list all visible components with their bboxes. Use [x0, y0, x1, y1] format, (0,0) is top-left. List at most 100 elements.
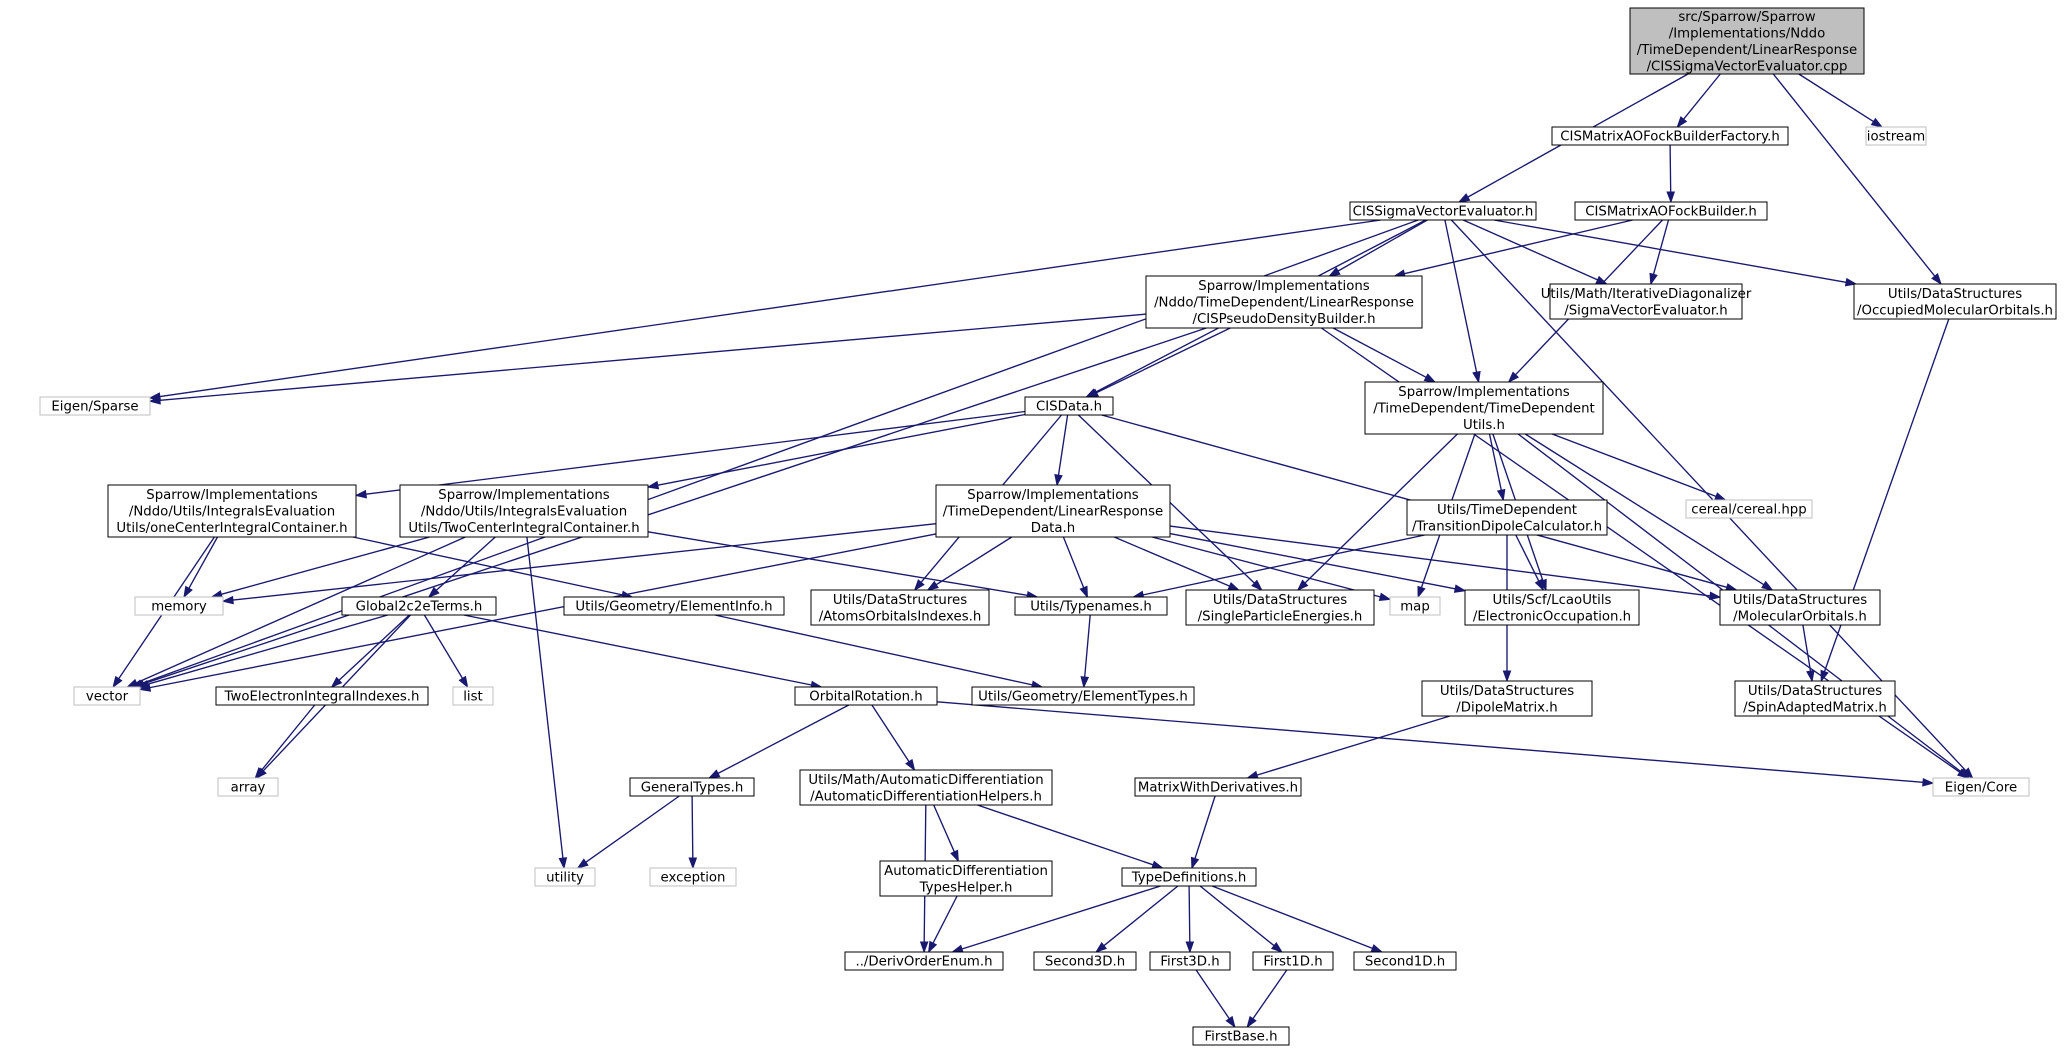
node-second1D[interactable]: Second1D.h: [1353, 951, 1457, 971]
arrow-head: [919, 941, 929, 954]
edge-dipoleMatrix-to-matWithDeriv: [1245, 715, 1451, 780]
node-box[interactable]: [1574, 201, 1768, 221]
node-box[interactable]: [1185, 589, 1375, 626]
node-box[interactable]: [1014, 596, 1168, 616]
node-box[interactable]: [1551, 126, 1789, 146]
node-label: array: [231, 781, 266, 796]
node-box[interactable]: [1353, 951, 1457, 971]
node-box[interactable]: [1719, 589, 1881, 626]
node-twoElecIdx[interactable]: TwoElectronIntegralIndexes.h: [215, 686, 429, 706]
node-cisSigmaH[interactable]: CISSigmaVectorEvaluator.h: [1349, 201, 1537, 221]
node-orbRot[interactable]: OrbitalRotation.h: [794, 686, 938, 706]
node-box[interactable]: [1734, 680, 1896, 717]
edge-line: [1404, 219, 1633, 275]
node-box[interactable]: [1145, 275, 1423, 329]
edge-line: [691, 795, 694, 859]
edge-elementInfo-to-elementTypes: [714, 614, 1044, 689]
node-firstBase[interactable]: FirstBase.h: [1192, 1026, 1290, 1046]
node-box[interactable]: [971, 686, 1195, 706]
node-box[interactable]: [879, 860, 1053, 897]
node-box[interactable]: [1192, 1026, 1290, 1046]
node-label: AutomaticDifferentiation: [884, 864, 1048, 879]
node-box[interactable]: [563, 596, 785, 616]
edge-line: [423, 614, 464, 679]
node-tdUtils[interactable]: Sparrow/Implementations/TimeDependent/Ti…: [1364, 381, 1604, 435]
node-box[interactable]: [799, 769, 1053, 806]
node-sigmaEval[interactable]: Utils/Math/IterativeDiagonalizer/SigmaVe…: [1541, 283, 1752, 320]
node-pseudoDensity[interactable]: Sparrow/Implementations/Nddo/TimeDepende…: [1145, 275, 1423, 329]
edge-lrData-to-typenames: [1062, 536, 1088, 599]
node-label: Utils/DataStructures: [1888, 287, 2022, 302]
node-autoDiffHelpers[interactable]: Utils/Math/AutomaticDifferentiation/Auto…: [799, 769, 1053, 806]
node-cisData[interactable]: CISData.h: [1024, 396, 1114, 416]
node-box[interactable]: [1464, 589, 1640, 626]
node-box: [452, 686, 494, 706]
node-molOrbitals[interactable]: Utils/DataStructures/MolecularOrbitals.h: [1719, 589, 1881, 626]
node-oneCenter[interactable]: Sparrow/Implementations/Nddo/Utils/Integ…: [107, 484, 357, 538]
node-typenames[interactable]: Utils/Typenames.h: [1014, 596, 1168, 616]
edge-line: [1802, 624, 1812, 672]
node-elecOcc[interactable]: Utils/Scf/LcaoUtils/ElectronicOccupation…: [1464, 589, 1640, 626]
node-box[interactable]: [107, 484, 357, 538]
edge-line: [977, 804, 1154, 866]
node-box[interactable]: [1549, 283, 1743, 320]
arrow-head: [1453, 584, 1467, 593]
node-derivOrder[interactable]: ../DerivOrderEnum.h: [844, 951, 1004, 971]
edge-root-to-occMO: [1772, 73, 1942, 286]
node-spinAdapted[interactable]: Utils/DataStructures/SpinAdaptedMatrix.h: [1734, 680, 1896, 717]
arrow-head: [927, 940, 938, 954]
node-twoCenter[interactable]: Sparrow/Implementations/Nddo/Utils/Integ…: [399, 484, 649, 538]
edge-line: [717, 704, 850, 774]
node-box[interactable]: [1349, 201, 1537, 221]
node-label: /Nddo/Utils/IntegralsEvaluation: [421, 505, 627, 520]
node-box[interactable]: [1121, 867, 1257, 887]
node-box[interactable]: [844, 951, 1004, 971]
node-box[interactable]: [1149, 951, 1231, 971]
edge-generalTypes-to-utility: [576, 795, 680, 869]
edge-autoDiffHelpers-to-autoDiffTypes: [933, 804, 959, 863]
node-box[interactable]: [1421, 680, 1593, 717]
node-transDipole[interactable]: Utils/TimeDependent/TransitionDipoleCalc…: [1406, 499, 1608, 536]
arrow-head: [1806, 669, 1815, 683]
edge-line: [1488, 433, 1502, 491]
node-box[interactable]: [1406, 499, 1608, 536]
node-first1D[interactable]: First1D.h: [1252, 951, 1334, 971]
node-matWithDeriv[interactable]: MatrixWithDerivatives.h: [1134, 777, 1302, 797]
node-lrData[interactable]: Sparrow/Implementations/TimeDependent/Li…: [935, 484, 1171, 538]
node-dipoleMatrix[interactable]: Utils/DataStructures/DipoleMatrix.h: [1421, 680, 1593, 717]
node-elementInfo[interactable]: Utils/Geometry/ElementInfo.h: [563, 596, 785, 616]
node-fockBuilder[interactable]: CISMatrixAOFockBuilder.h: [1574, 201, 1768, 221]
node-second3D[interactable]: Second3D.h: [1033, 951, 1137, 971]
node-box[interactable]: [341, 596, 497, 616]
node-label: Data.h: [1031, 521, 1075, 536]
edge-lrData-to-elecOcc: [1169, 532, 1467, 593]
node-fockFactory[interactable]: CISMatrixAOFockBuilderFactory.h: [1551, 126, 1789, 146]
node-root[interactable]: src/Sparrow/Sparrow/Implementations/Nddo…: [1629, 7, 1865, 75]
arrow-head: [913, 579, 925, 592]
node-box[interactable]: [1134, 777, 1302, 797]
arrow-head: [646, 480, 660, 490]
node-box[interactable]: [629, 777, 755, 797]
node-box[interactable]: [794, 686, 938, 706]
node-box[interactable]: [1364, 381, 1604, 435]
node-spEnergies[interactable]: Utils/DataStructures/SingleParticleEnerg…: [1185, 589, 1375, 626]
node-typeDefs[interactable]: TypeDefinitions.h: [1121, 867, 1257, 887]
node-elementTypes[interactable]: Utils/Geometry/ElementTypes.h: [971, 686, 1195, 706]
node-occMO[interactable]: Utils/DataStructures/OccupiedMolecularOr…: [1853, 283, 2057, 320]
node-label: /TimeDependent/LinearResponse: [1637, 43, 1857, 58]
node-box[interactable]: [1252, 951, 1334, 971]
node-box[interactable]: [1853, 283, 2057, 320]
node-first3D[interactable]: First3D.h: [1149, 951, 1231, 971]
node-box[interactable]: [810, 589, 990, 626]
node-atomsOrbIdx[interactable]: Utils/DataStructures/AtomsOrbitalsIndexe…: [810, 589, 990, 626]
node-box[interactable]: [1024, 396, 1114, 416]
node-box[interactable]: [1033, 951, 1137, 971]
arrow-head: [1870, 117, 1884, 128]
node-box[interactable]: [935, 484, 1171, 538]
node-box[interactable]: [1629, 7, 1865, 75]
node-box[interactable]: [215, 686, 429, 706]
node-global2c2e[interactable]: Global2c2eTerms.h: [341, 596, 497, 616]
node-generalTypes[interactable]: GeneralTypes.h: [629, 777, 755, 797]
node-box[interactable]: [399, 484, 649, 538]
